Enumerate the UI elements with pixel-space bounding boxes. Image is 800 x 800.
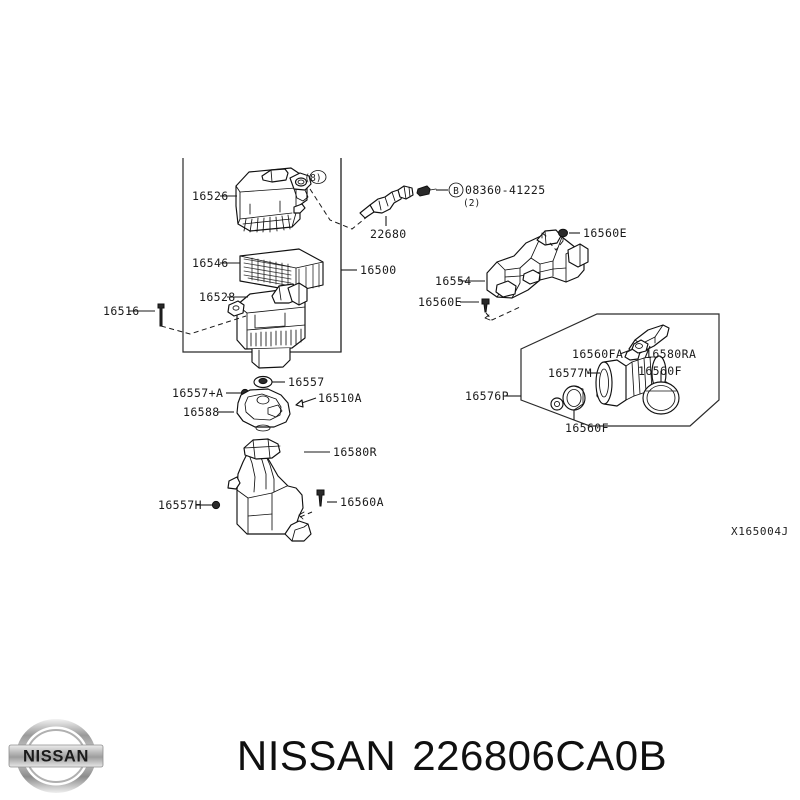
label-16560F-right: 16560F	[638, 364, 682, 378]
banner-part-label: NISSAN 226806CA0B	[112, 732, 800, 780]
label-16528: 16528	[199, 290, 236, 304]
label-16554: 16554	[435, 274, 472, 288]
label-16560F-lower: 16560F	[565, 421, 609, 435]
dash-16560A	[299, 511, 313, 518]
dash-clip-upper	[549, 240, 564, 251]
part-clip-16560E-upper	[558, 228, 568, 242]
label-16577M: 16577M	[548, 366, 592, 380]
banner-brand: NISSAN	[236, 732, 397, 779]
label-16557: 16557	[288, 375, 325, 389]
label-screw-number: 08360-41225	[465, 183, 546, 197]
drawing-reference-code: X165004J	[731, 525, 789, 538]
label-quantity-marker: (8)	[304, 173, 321, 184]
nissan-logo-text: NISSAN	[23, 748, 89, 766]
leader-16560FA	[619, 348, 634, 355]
label-16557H: 16557H	[158, 498, 202, 512]
nissan-logo-icon: NISSAN	[8, 719, 104, 793]
arrow-clip-upper	[541, 232, 547, 239]
screw-marker-circle	[448, 182, 464, 198]
label-16516: 16516	[103, 304, 140, 318]
label-16588: 16588	[183, 405, 220, 419]
label-16526: 16526	[192, 189, 229, 203]
dash-cover-to-maf	[309, 188, 369, 230]
part-clamp-16560F-lower	[562, 385, 586, 411]
part-clip-16560E-lower	[481, 298, 490, 313]
label-16560E-upper: 16560E	[583, 226, 627, 240]
nissan-logo: NISSAN	[0, 712, 112, 800]
part-resonator-16554	[486, 229, 589, 299]
label-16580R: 16580R	[333, 445, 377, 459]
part-air-cleaner-body	[227, 282, 308, 369]
quantity-marker-circle	[309, 170, 327, 184]
label-screw-quantity: (2)	[463, 198, 480, 209]
label-16576P: 16576P	[465, 389, 509, 403]
part-air-filter-element	[239, 248, 324, 292]
label-16560A: 16560A	[340, 495, 384, 509]
arrow-clip-lower	[484, 314, 491, 321]
part-maf-sensor-22680	[359, 185, 414, 219]
label-16510A: 16510A	[318, 391, 362, 405]
label-22680: 22680	[370, 227, 407, 241]
arrow-16560A	[298, 511, 305, 520]
label-16546: 16546	[192, 256, 229, 270]
brand-banner: NISSAN NISSAN 226806CA0B	[0, 712, 800, 800]
arrow-16510A	[295, 399, 304, 408]
label-16560E-lower: 16560E	[418, 295, 462, 309]
label-16500: 16500	[360, 263, 397, 277]
banner-part-number: 226806CA0B	[412, 732, 668, 779]
part-grommet-16557	[253, 375, 273, 389]
label-16557A: 16557+A	[172, 386, 223, 400]
label-screw-marker: B	[453, 186, 459, 197]
part-washer-small	[550, 397, 564, 411]
part-air-cleaner-cover	[235, 167, 312, 233]
part-screw-08360	[416, 185, 437, 197]
part-clip-16560A	[316, 489, 325, 507]
part-air-duct-16580R	[227, 438, 312, 542]
part-bracket-16588	[236, 388, 291, 432]
duct-assembly-box-16576P	[520, 313, 720, 427]
part-clip-16557H	[211, 500, 221, 510]
label-16560FA: 16560FA	[572, 347, 623, 361]
dash-16516-to-body	[160, 315, 247, 335]
leader-16580RA	[644, 345, 651, 359]
label-16580RA: 16580RA	[645, 347, 696, 361]
